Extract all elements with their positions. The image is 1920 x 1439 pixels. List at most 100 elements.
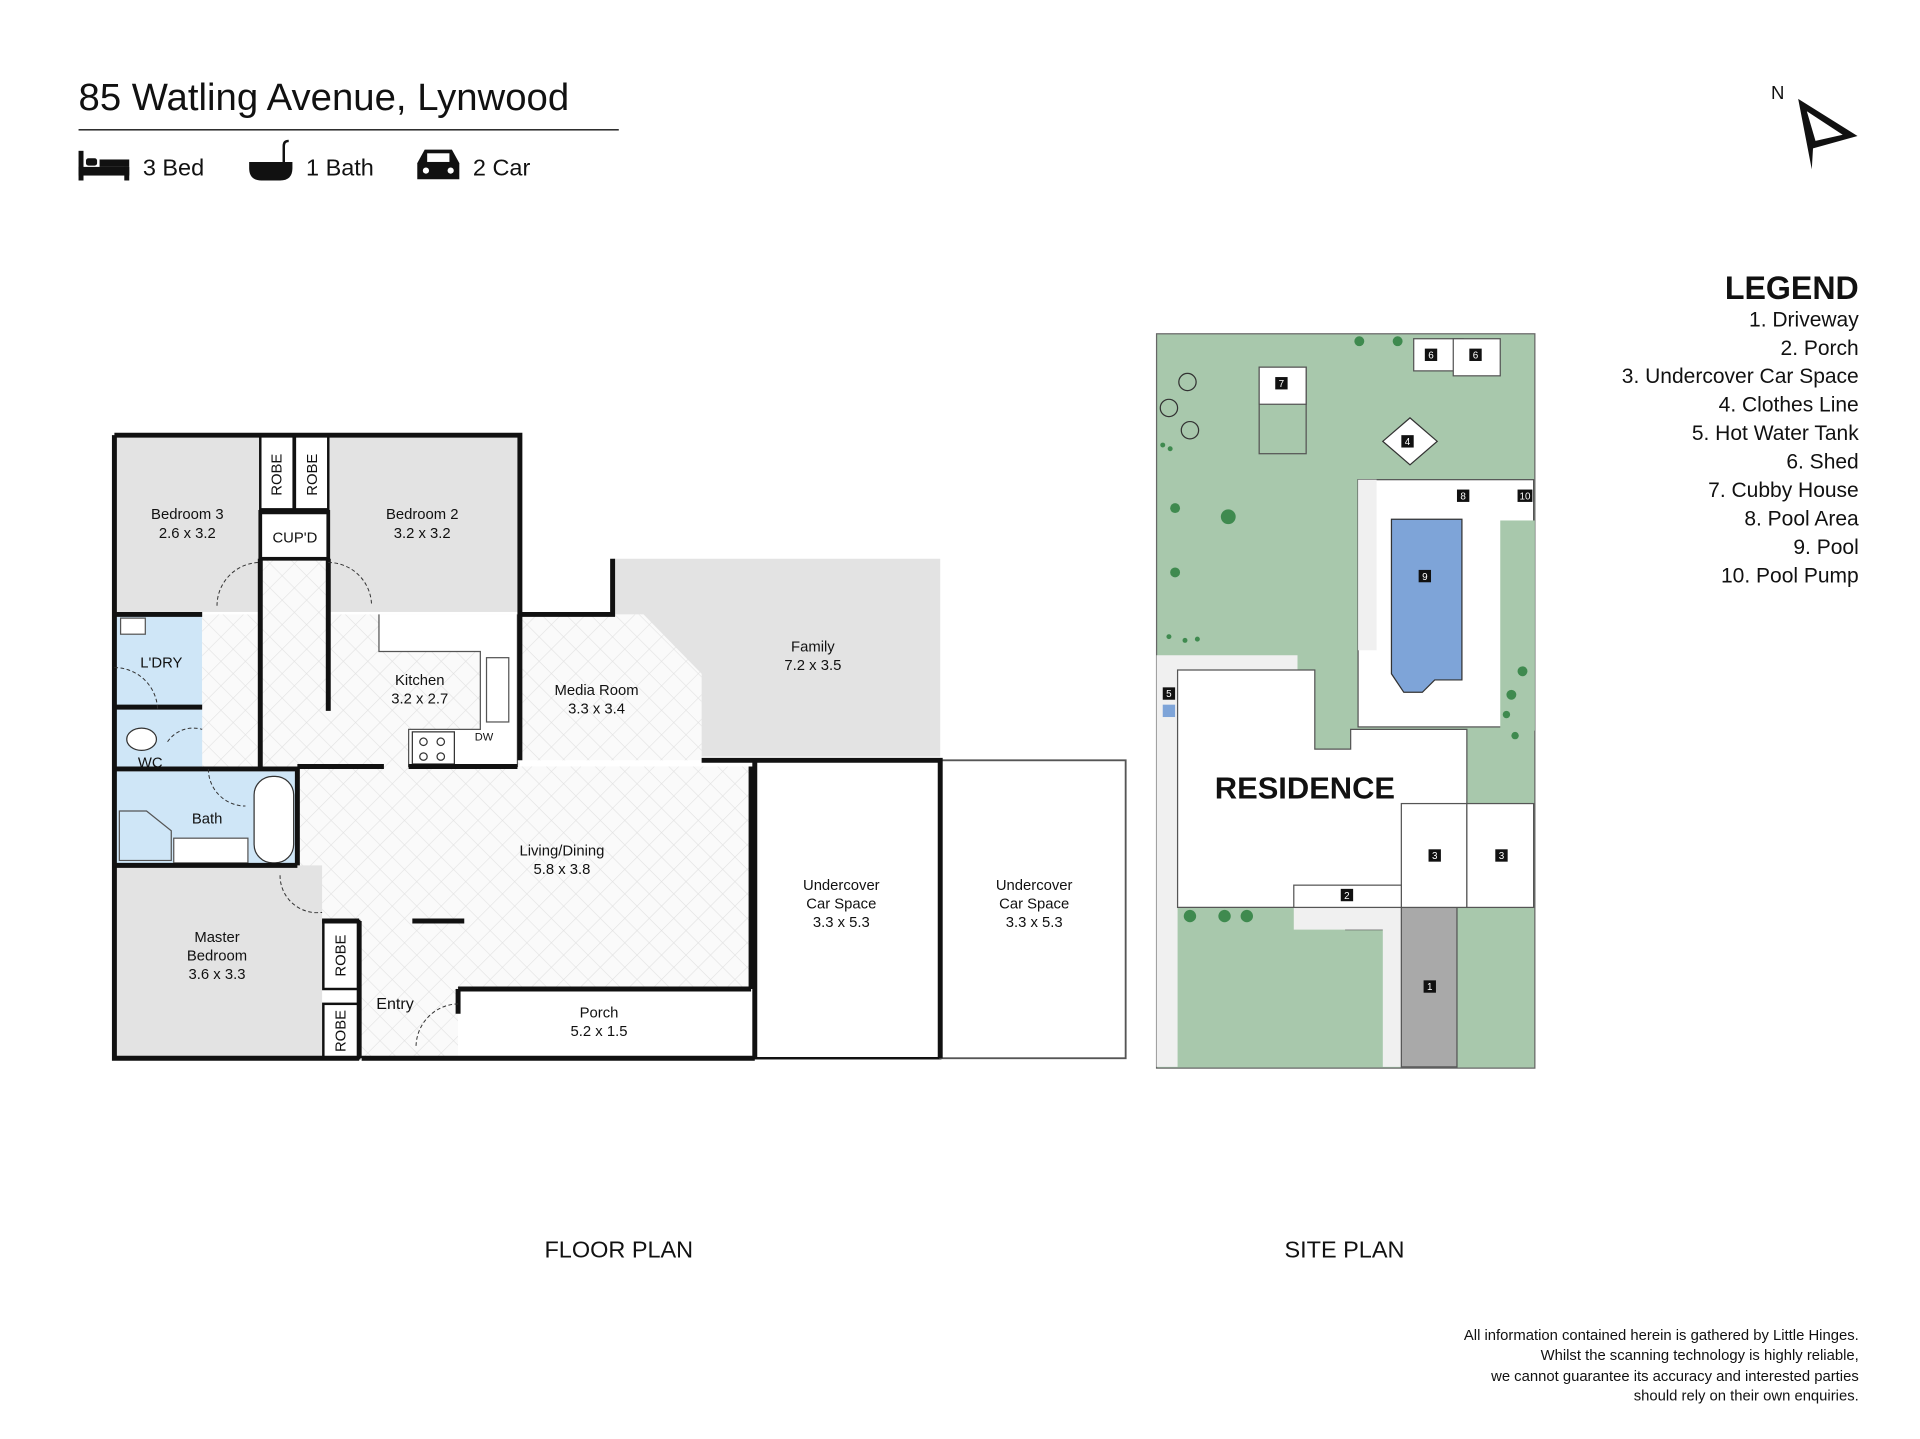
room-entry xyxy=(359,921,459,1059)
porch-size: 5.2 x 1.5 xyxy=(571,1024,628,1040)
bathtub-icon xyxy=(253,775,295,864)
entry-label: Entry xyxy=(376,995,413,1013)
family-size: 7.2 x 3.5 xyxy=(784,658,841,674)
bedroom3-name: Bedroom 3 xyxy=(151,507,224,523)
residence-label: RESIDENCE xyxy=(1215,771,1395,806)
legend-item: 5. Hot Water Tank xyxy=(1692,422,1859,445)
disclaimer-line: we cannot guarantee its accuracy and int… xyxy=(1490,1369,1859,1385)
carport2-name-2: Car Space xyxy=(999,897,1069,913)
marker-1: 1 xyxy=(1427,982,1433,993)
disclaimer-line: should rely on their own enquiries. xyxy=(1634,1389,1859,1405)
carport1-name-1: Undercover xyxy=(803,878,880,894)
robe-label: ROBE xyxy=(334,1010,350,1052)
shrub-icon xyxy=(1159,372,1200,440)
laundry-tub-icon xyxy=(119,617,146,635)
living-size: 5.8 x 3.8 xyxy=(533,862,590,878)
bath-label: Bath xyxy=(192,811,223,827)
carport2-size: 3.3 x 5.3 xyxy=(1006,915,1063,931)
master-size: 3.6 x 3.3 xyxy=(189,967,246,983)
baths-label: 1 Bath xyxy=(306,155,374,181)
hot-water-tank xyxy=(1162,704,1176,718)
porch xyxy=(458,989,755,1059)
porch-name: Porch xyxy=(580,1005,619,1021)
legend-item: 2. Porch xyxy=(1781,337,1859,360)
site-markers: 1 2 3 3 4 5 6 6 7 8 9 10 xyxy=(1162,348,1533,993)
robe-label: ROBE xyxy=(305,454,321,496)
legend-item: 4. Clothes Line xyxy=(1719,394,1859,417)
carport1-size: 3.3 x 5.3 xyxy=(813,915,870,931)
vanity-icon xyxy=(173,837,249,864)
dw-label: DW xyxy=(475,732,494,744)
marker-3: 3 xyxy=(1432,851,1438,862)
marker-2: 2 xyxy=(1344,891,1350,902)
legend-item: 1. Driveway xyxy=(1749,308,1859,331)
tree-icon xyxy=(1160,336,1528,923)
cooktop-icon xyxy=(411,731,455,765)
lawn-strip xyxy=(1500,520,1535,731)
media-name: Media Room xyxy=(555,683,639,699)
kitchen-size: 3.2 x 2.7 xyxy=(391,691,448,707)
legend-item: 3. Undercover Car Space xyxy=(1622,365,1859,388)
floor-plan: Bedroom 3 2.6 x 3.2 Bedroom 2 3.2 x 3.2 … xyxy=(111,432,1127,1061)
disclaimer: All information contained herein is gath… xyxy=(1464,1328,1859,1405)
media-size: 3.3 x 3.4 xyxy=(568,701,625,717)
legend-item: 10. Pool Pump xyxy=(1721,564,1859,587)
site-plan: RESIDENCE 1 2 3 3 4 5 6 6 7 8 9 10 xyxy=(1155,333,1536,1069)
marker-7: 7 xyxy=(1279,379,1285,390)
wc-label: WC xyxy=(138,756,163,772)
kitchen-name: Kitchen xyxy=(395,673,444,689)
site-plan-caption: SITE PLAN xyxy=(1284,1236,1404,1262)
robe-label: ROBE xyxy=(334,935,350,977)
bed-icon xyxy=(78,150,130,181)
car-icon xyxy=(417,149,460,180)
carport-1 xyxy=(753,759,942,1060)
bedroom2-name: Bedroom 2 xyxy=(386,507,459,523)
robe-master-2 xyxy=(322,1002,361,1060)
master-name-1: Master xyxy=(194,930,239,946)
legend-title: LEGEND xyxy=(1725,270,1859,306)
toilet-icon xyxy=(126,727,158,752)
laundry-label: L'DRY xyxy=(140,656,182,672)
marker-4: 4 xyxy=(1405,437,1411,448)
floor-plan-caption: FLOOR PLAN xyxy=(544,1236,693,1262)
pool-area-edge xyxy=(1358,479,1377,651)
beds-label: 3 Bed xyxy=(143,155,204,181)
living-name: Living/Dining xyxy=(519,843,604,859)
room-bedroom-3 xyxy=(114,435,261,612)
room-family xyxy=(612,558,941,757)
shower-icon xyxy=(118,810,172,862)
bedroom2-size: 3.2 x 3.2 xyxy=(394,526,451,542)
bedroom3-size: 2.6 x 3.2 xyxy=(159,526,216,542)
compass-north-label: N xyxy=(1771,82,1784,103)
laundry-hall xyxy=(202,614,261,769)
marker-9: 9 xyxy=(1422,572,1428,583)
side-path xyxy=(1293,907,1402,1067)
page-title: 85 Watling Avenue, Lynwood xyxy=(79,76,570,119)
carport1-name-2: Car Space xyxy=(806,897,876,913)
marker-10: 10 xyxy=(1519,491,1530,502)
cars-label: 2 Car xyxy=(473,155,531,181)
marker-8: 8 xyxy=(1460,491,1466,502)
cupd-label: CUP'D xyxy=(272,531,317,547)
compass-arrow-icon xyxy=(1798,98,1858,170)
marker-5: 5 xyxy=(1166,689,1172,700)
disclaimer-line: All information contained herein is gath… xyxy=(1464,1328,1859,1344)
carport2-name-1: Undercover xyxy=(996,878,1073,894)
legend-item: 9. Pool xyxy=(1793,536,1858,559)
legend-item: 6. Shed xyxy=(1786,451,1858,474)
marker-3: 3 xyxy=(1499,851,1505,862)
legend-item: 8. Pool Area xyxy=(1744,507,1859,530)
disclaimer-line: Whilst the scanning technology is highly… xyxy=(1541,1348,1859,1364)
robe-label: ROBE xyxy=(269,454,285,496)
bath-icon xyxy=(249,139,293,181)
marker-6: 6 xyxy=(1473,351,1479,362)
sink-icon xyxy=(485,657,510,723)
legend-item: 7. Cubby House xyxy=(1708,479,1859,502)
marker-6: 6 xyxy=(1428,351,1434,362)
pool xyxy=(1390,518,1463,693)
family-name: Family xyxy=(791,640,835,656)
master-name-2: Bedroom xyxy=(187,949,247,965)
legend: LEGEND 1. Driveway 2. Porch 3. Undercove… xyxy=(1622,270,1859,587)
room-master-bedroom xyxy=(114,865,323,1059)
